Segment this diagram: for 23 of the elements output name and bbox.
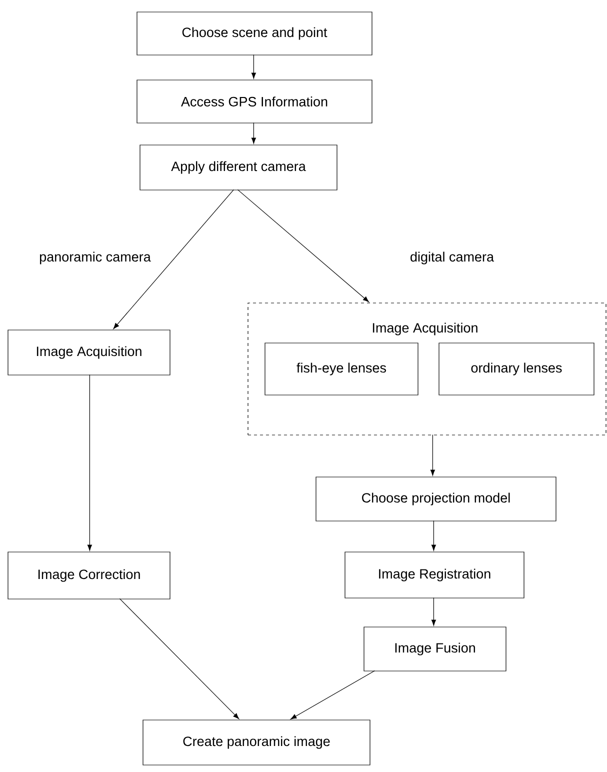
arrow (431, 597, 436, 626)
arrow (237, 189, 370, 302)
edge-label: panoramic camera (38, 250, 152, 266)
process-box: Image Correction (8, 552, 170, 600)
process-box: fish-eye lenses (264, 342, 418, 396)
arrow (431, 520, 436, 551)
edge-label: digital camera (408, 250, 496, 266)
process-box: Choose projection model (316, 476, 556, 522)
process-box: ordinary lenses (438, 342, 594, 396)
process-box: Image Acquisition (8, 330, 170, 376)
process-box: Apply different camera (140, 144, 338, 190)
process-box: Image Registration (344, 552, 524, 598)
arrow (251, 122, 256, 144)
process-box: Access GPS Information (136, 80, 372, 124)
arrow (113, 189, 234, 330)
arrow (251, 54, 256, 79)
process-box: Choose scene and point (136, 12, 372, 56)
process-box: Image Fusion (364, 626, 506, 672)
arrow (87, 374, 92, 551)
arrow (430, 434, 435, 476)
arrow (290, 670, 375, 720)
process-box: Create panoramic image (142, 720, 370, 766)
arrow (119, 598, 240, 720)
